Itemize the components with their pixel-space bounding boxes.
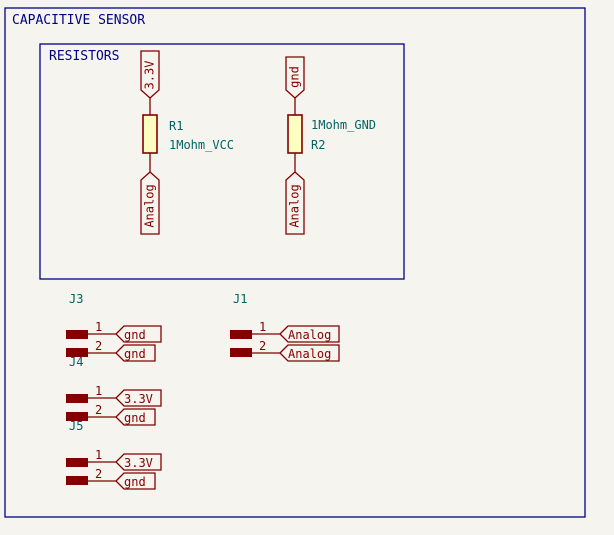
j4-reference: J4 — [69, 355, 83, 369]
j4-pin1-number: 1 — [95, 384, 102, 398]
r2-reference: R2 — [311, 138, 325, 152]
j5-pin1-net: 3.3V — [124, 456, 153, 470]
r1-top-label: 3.3V — [143, 61, 157, 90]
resistors-block-border — [39, 43, 405, 280]
sheet-border — [4, 7, 586, 518]
j1-pin2-number: 2 — [259, 339, 266, 353]
j3-pin2-number: 2 — [95, 339, 102, 353]
r2-bottom-label-flag — [285, 171, 305, 235]
r2-body — [287, 114, 303, 154]
j3-reference: J3 — [69, 292, 83, 306]
r1-value: 1Mohm_VCC — [169, 138, 234, 152]
j3-pin1-number: 1 — [95, 320, 102, 334]
j3-pin1-net: gnd — [124, 328, 146, 342]
j5-reference: J5 — [69, 419, 83, 433]
j5-pin2-pad — [66, 476, 88, 485]
connector-j1[interactable]: J1 1 Analog 2 Analog — [230, 292, 340, 362]
j4-pin2-number: 2 — [95, 403, 102, 417]
j5-pin1-label-flag — [115, 453, 162, 471]
j1-pin2-label-flag — [279, 344, 340, 362]
j5-pin1-pad — [66, 458, 88, 467]
r1-reference: R1 — [169, 119, 183, 133]
resistor-r2[interactable]: gnd Analog 1Mohm_GND R2 — [285, 56, 376, 235]
j4-pin2-label-flag — [115, 408, 156, 426]
resistor-r1[interactable]: 3.3V Analog R1 1Mohm_VCC — [140, 50, 234, 235]
j1-pin1-label-flag — [279, 325, 340, 343]
j4-pin1-label-flag — [115, 389, 162, 407]
connector-j3[interactable]: J3 1 gnd 2 gnd — [66, 292, 162, 362]
resistors-block-title: RESISTORS — [49, 49, 119, 64]
j5-pin1-number: 1 — [95, 448, 102, 462]
r1-bottom-label-flag — [140, 171, 160, 235]
j4-pin2-net: gnd — [124, 411, 146, 425]
j4-pin1-pad — [66, 394, 88, 403]
j3-pin1-pad — [66, 330, 88, 339]
j4-pin1-net: 3.3V — [124, 392, 153, 406]
r1-body — [142, 114, 158, 154]
j5-pin2-number: 2 — [95, 467, 102, 481]
j3-pin2-net: gnd — [124, 347, 146, 361]
r2-bottom-label: Analog — [288, 184, 302, 227]
j1-pin1-net: Analog — [288, 328, 331, 342]
j1-reference: J1 — [233, 292, 247, 306]
connector-j5[interactable]: J5 1 3.3V 2 gnd — [66, 419, 162, 490]
j1-pin2-net: Analog — [288, 347, 331, 361]
j1-pin2-pad — [230, 348, 252, 357]
j3-pin2-pad — [66, 348, 88, 357]
r1-bottom-label: Analog — [143, 184, 157, 227]
r2-top-label-flag — [285, 56, 305, 99]
sheet-title: CAPACITIVE SENSOR — [12, 13, 145, 28]
j1-pin1-number: 1 — [259, 320, 266, 334]
j5-pin2-net: gnd — [124, 475, 146, 489]
j3-pin1-label-flag — [115, 325, 162, 343]
j4-pin2-pad — [66, 412, 88, 421]
j3-pin2-label-flag — [115, 344, 156, 362]
r2-value: 1Mohm_GND — [311, 118, 376, 132]
j5-pin2-label-flag — [115, 472, 156, 490]
j1-pin1-pad — [230, 330, 252, 339]
connector-j4[interactable]: J4 1 3.3V 2 gnd — [66, 355, 162, 426]
r2-top-label: gnd — [288, 66, 302, 88]
r1-top-label-flag — [140, 50, 160, 99]
